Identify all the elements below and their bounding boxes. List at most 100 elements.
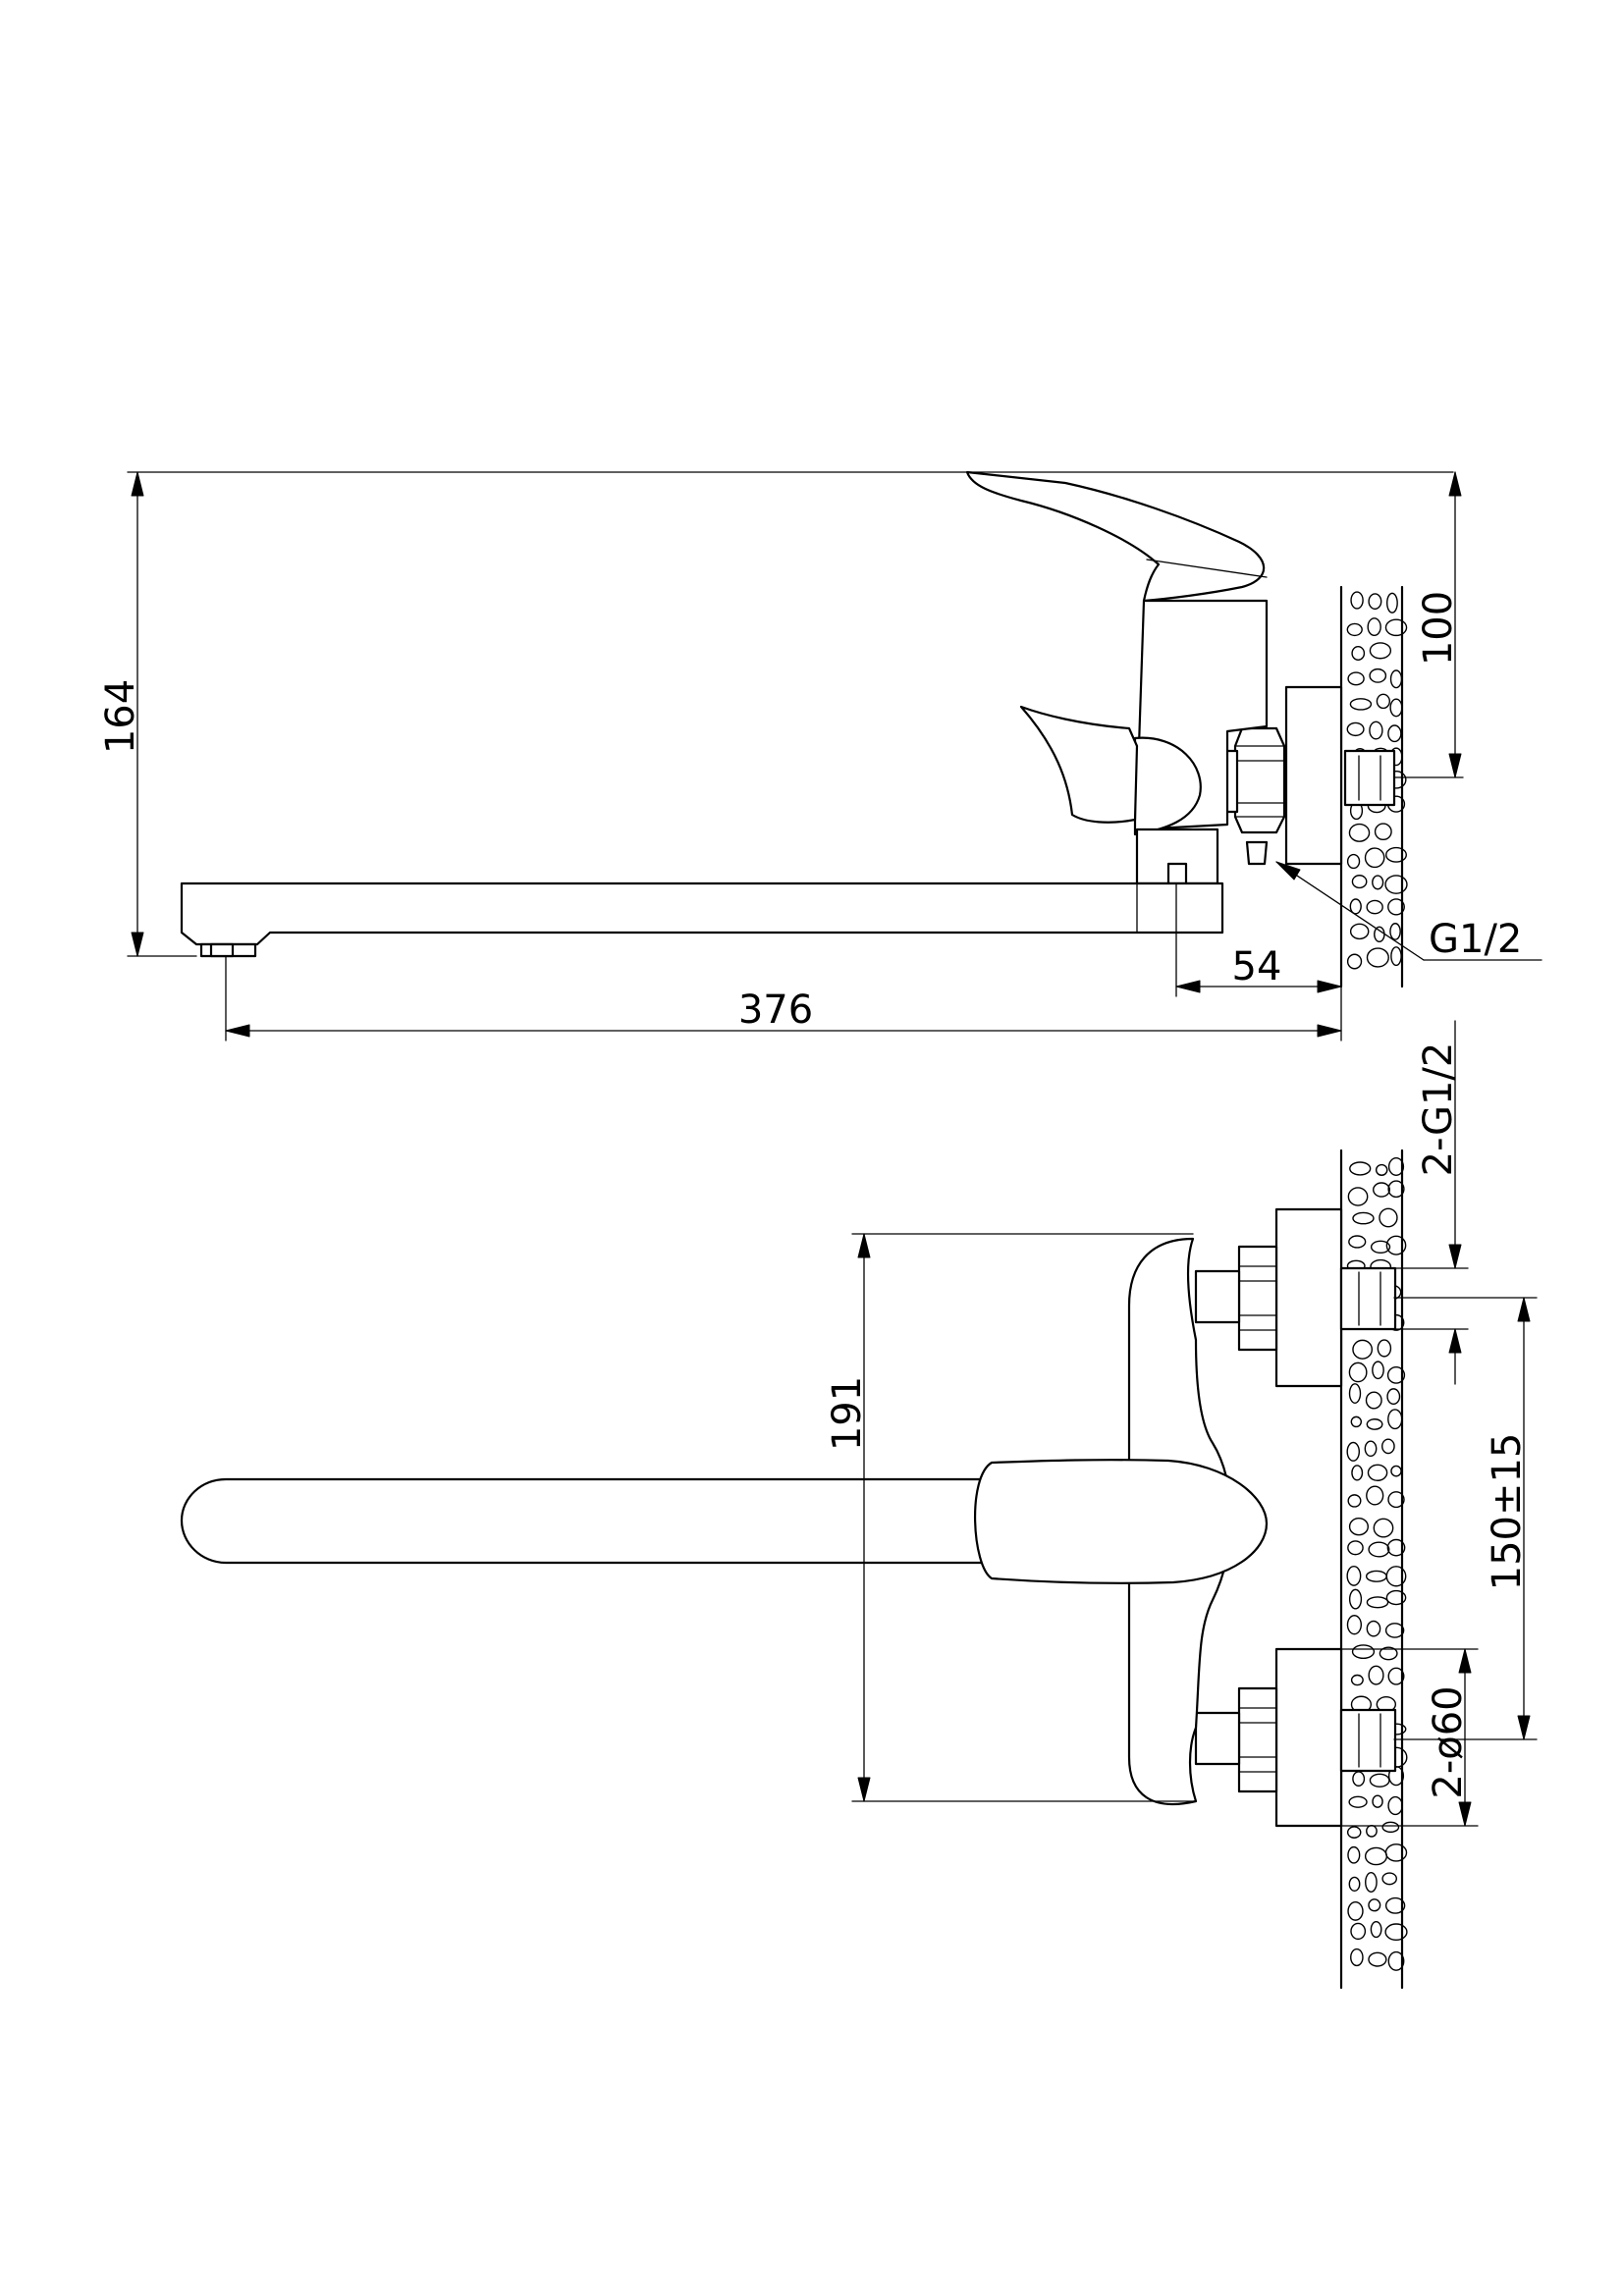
wall-stone — [1379, 1646, 1398, 1661]
wall-stone — [1387, 898, 1405, 916]
wall-stone — [1386, 592, 1398, 614]
wall-stone — [1384, 875, 1408, 894]
dim-164-label: 164 — [98, 679, 143, 754]
wall-stone — [1351, 645, 1366, 661]
wall-stone — [1372, 1361, 1384, 1380]
wall-stone — [1366, 899, 1383, 915]
wall-stone — [1375, 1163, 1388, 1176]
spout-side — [180, 881, 1224, 946]
wall-stone — [1389, 923, 1401, 940]
wall-stone — [1347, 1901, 1364, 1921]
wall-stone — [1384, 1843, 1408, 1862]
wall-stone — [1379, 1207, 1398, 1228]
wall-stone — [1349, 923, 1370, 940]
wall-stone — [1349, 698, 1373, 711]
wall-flange-upper — [1274, 1207, 1343, 1388]
wall-stone — [1390, 946, 1402, 967]
wall-stone — [1346, 622, 1363, 637]
inlet-pipe-side — [1343, 749, 1396, 807]
wall-stone — [1366, 1824, 1378, 1838]
dim-191-label: 191 — [825, 1376, 870, 1451]
dim-376-label: 376 — [738, 988, 813, 1033]
wall-stone — [1374, 926, 1385, 943]
side-view: 164 100 54 376 — [98, 470, 1542, 1041]
wall-stone — [1347, 1845, 1361, 1864]
wall-stone — [1370, 1240, 1391, 1255]
wall-stone — [1351, 1465, 1364, 1481]
wall-stone — [1348, 1362, 1368, 1383]
wall-stone — [1352, 1211, 1375, 1225]
wall-stone — [1390, 1465, 1402, 1477]
dim-100 — [1393, 471, 1464, 778]
wall-stone — [1387, 1156, 1405, 1176]
dim-150-label: 150±15 — [1485, 1433, 1530, 1591]
dim-2g12-label: 2-G1/2 — [1416, 1042, 1461, 1177]
wall-stone — [1365, 1391, 1382, 1410]
wall-stone — [1347, 671, 1365, 686]
wall-stone — [1381, 1438, 1395, 1455]
wall-stone — [1366, 947, 1389, 968]
wall-stone — [1368, 593, 1382, 611]
wall-stone — [1369, 721, 1383, 740]
wall-stone — [1346, 1441, 1361, 1462]
wall-stone — [1347, 1494, 1362, 1508]
wall-stone — [1372, 1794, 1383, 1808]
dim-2g12 — [1393, 1020, 1469, 1385]
wall-stone — [1366, 1485, 1384, 1506]
wall-stone — [1348, 1588, 1363, 1610]
wall-stone — [1367, 617, 1381, 637]
hex-nut-upper — [1194, 1245, 1278, 1352]
dim-2phi60-label: 2-ø60 — [1426, 1685, 1471, 1798]
wall-stone — [1364, 847, 1385, 869]
wall-stone — [1387, 1667, 1405, 1685]
wall-stone — [1368, 1541, 1390, 1558]
lever-handle-side — [965, 470, 1266, 603]
wall-stone — [1381, 1821, 1400, 1834]
wall-stone — [1373, 1518, 1394, 1538]
wall-stone — [1349, 898, 1362, 915]
wall-stone — [1351, 875, 1368, 889]
wall-stone — [1368, 1951, 1387, 1967]
wall-stone — [1366, 1596, 1389, 1609]
wall-stone — [1350, 1415, 1363, 1428]
wall-stone — [1372, 875, 1384, 890]
wall-stone — [1389, 669, 1403, 689]
dim-376 — [225, 955, 1342, 1041]
wall-stone — [1385, 1589, 1407, 1606]
wall-stone — [1369, 1773, 1390, 1788]
wall-stone — [1384, 1896, 1406, 1914]
g12-label-side: G1/2 — [1429, 917, 1522, 962]
wall-stone — [1384, 1623, 1405, 1638]
lever-handle-front — [974, 1459, 1269, 1584]
wall-stone — [1348, 1876, 1361, 1892]
wall-stone — [1386, 1365, 1406, 1384]
wall-stone — [1348, 1795, 1368, 1808]
wall-stone — [1368, 1898, 1381, 1912]
wall-stone — [1348, 1235, 1367, 1249]
wall-stone — [1385, 1566, 1407, 1587]
dim-2phi60 — [1340, 1648, 1479, 1827]
hex-nut-lower — [1194, 1686, 1278, 1793]
wall-flange-lower — [1274, 1647, 1343, 1828]
wall-stone — [1377, 1339, 1392, 1358]
wall-stone — [1364, 1846, 1388, 1866]
wall-stone — [1366, 1418, 1383, 1430]
dim-54 — [1175, 882, 1342, 997]
wall-stone — [1387, 1409, 1403, 1430]
dim-150 — [1393, 1297, 1538, 1740]
wall-stone — [1370, 1920, 1382, 1939]
wall-stone — [1365, 1872, 1378, 1893]
wall-side — [1339, 585, 1408, 988]
wall-stone — [1373, 1182, 1390, 1198]
dim-100-label: 100 — [1416, 591, 1461, 666]
wall-stone — [1346, 1615, 1363, 1635]
wall-stone — [1366, 1620, 1381, 1637]
wall-stone — [1346, 721, 1365, 737]
wall-stone — [1387, 1795, 1403, 1816]
diverter-lever-side — [1019, 705, 1139, 824]
wall-stone — [1347, 1187, 1369, 1206]
wall-stone — [1369, 667, 1387, 683]
wall-stone — [1374, 823, 1392, 841]
wall-stone — [1348, 1517, 1369, 1536]
